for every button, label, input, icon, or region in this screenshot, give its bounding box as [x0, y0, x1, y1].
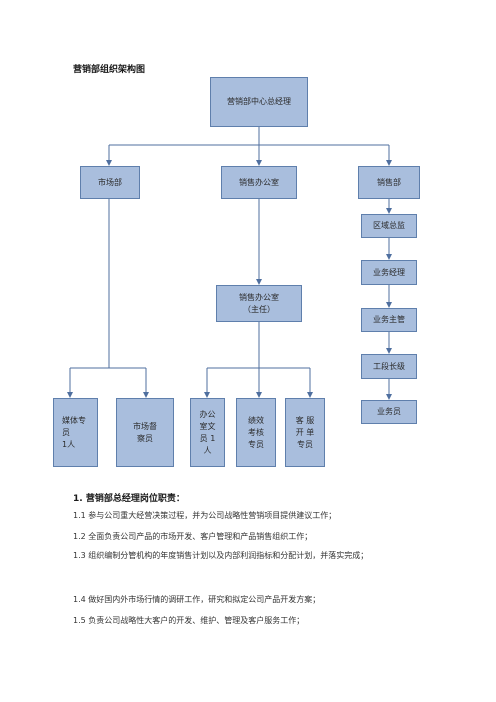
node-sales-dept: 销售部 [358, 166, 420, 199]
node-media-specialist: 媒体专 员 1人 [53, 398, 98, 467]
node-sales-office: 销售办公室 [221, 166, 297, 199]
node-performance-specialist: 绩效 考核 专员 [236, 398, 276, 467]
node-office-head: 销售办公室 （主任） [216, 285, 302, 322]
node-section-leader: 工段长级 [361, 354, 417, 379]
node-marketing-dept: 市场部 [80, 166, 140, 199]
node-salesperson: 业务员 [361, 400, 417, 424]
node-business-manager: 业务经理 [361, 260, 417, 285]
duty-item: 1.5 负责公司战略性大客户的开发、维护、管理及客户服务工作； [73, 616, 305, 625]
duty-item: 1.2 全面负责公司产品的市场开发、客户管理和产品销售组织工作； [73, 532, 313, 541]
duty-item: 1.3 组织编制分管机构的年度销售计划以及内部利润指标和分配计划，并落实完成； [73, 551, 369, 560]
duty-item: 1.1 参与公司重大经营决策过程，并为公司战略性营销项目提供建议工作； [73, 511, 337, 520]
node-business-supervisor: 业务主管 [361, 308, 417, 332]
duty-item: 1.4 做好国内外市场行情的调研工作，研究和拟定公司产品开发方案； [73, 595, 321, 604]
section-heading: 1. 营销部总经理岗位职责： [73, 494, 185, 504]
chart-title: 营销部组织架构图 [73, 65, 146, 75]
node-office-clerk: 办公 室文 员 1 人 [190, 398, 225, 467]
node-customer-service-specialist: 客 服 开 单 专员 [285, 398, 325, 467]
node-general-manager: 营销部中心总经理 [210, 77, 308, 127]
node-regional-director: 区域总监 [361, 214, 417, 238]
node-market-supervisor: 市场督 察员 [116, 398, 174, 467]
